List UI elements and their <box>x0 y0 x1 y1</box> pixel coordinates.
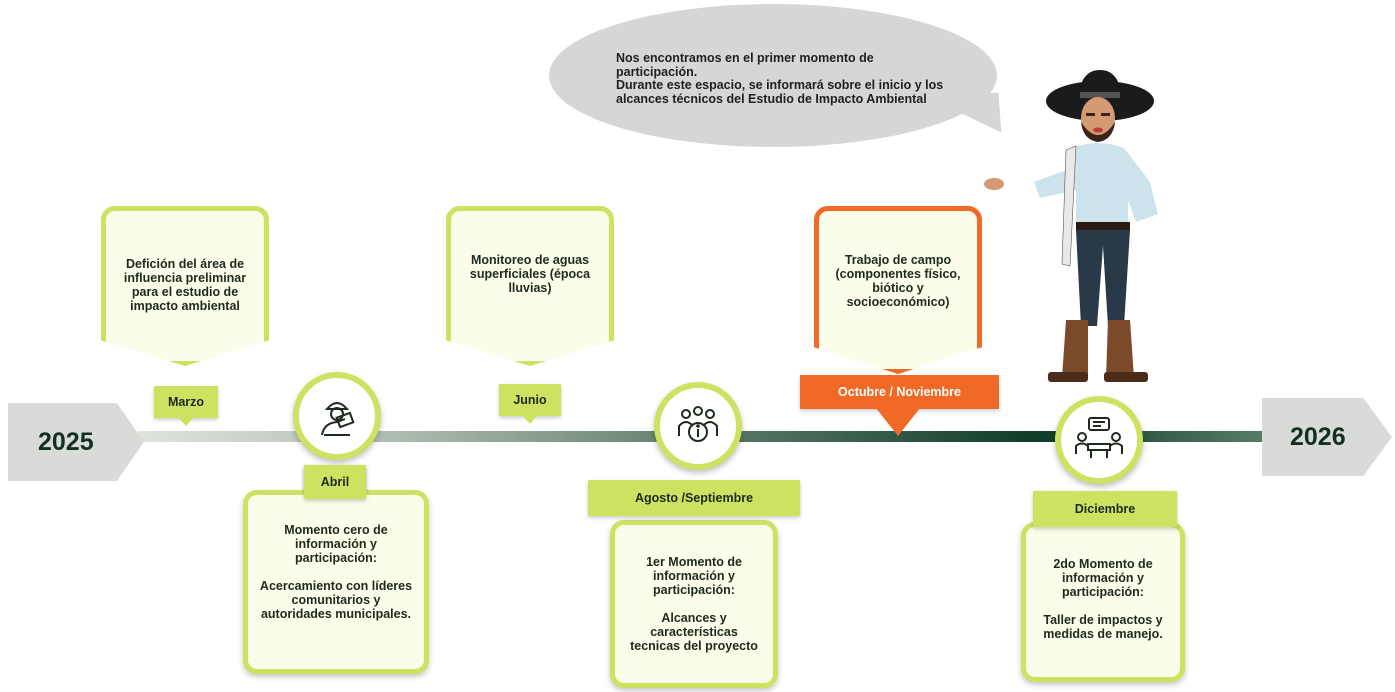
milestone-text: información y <box>295 537 377 551</box>
year-start-arrow: 2025 <box>8 403 144 481</box>
milestone-abril-tag-front: Abril <box>304 465 366 499</box>
tag-label: Junio <box>513 393 547 407</box>
milestone-text: comunitarios y <box>291 593 381 607</box>
milestone-text: Trabajo de campo <box>844 253 952 267</box>
milestone-text: lluvias) <box>508 281 552 295</box>
year-end-label: 2026 <box>1290 422 1346 451</box>
milestone-text: para el estudio de <box>131 285 239 299</box>
milestone-text: Monitoreo de aguas <box>470 253 590 267</box>
milestone-text: biótico y <box>872 281 924 295</box>
milestone-junio-box: Monitoreo de aguas superficiales (época … <box>446 206 614 366</box>
octubre-pointer <box>876 408 920 436</box>
year-start-label: 2025 <box>38 427 94 456</box>
tag-label: Marzo <box>167 395 205 409</box>
tag-label: Agosto /Septiembre <box>634 491 754 505</box>
milestone-text: autoridades municipales. <box>260 607 412 621</box>
milestone-text: Defición del área de <box>125 257 245 271</box>
milestone-marzo-tag: Marzo <box>154 386 218 426</box>
milestone-text: información y <box>653 569 735 583</box>
milestone-text: Taller de impactos y <box>1043 613 1163 627</box>
speech-bubble-text: Nos encontramos en el primer momento de … <box>616 51 956 106</box>
milestone-agosto-box: 1er Momento de información y participaci… <box>610 520 778 688</box>
meeting-icon <box>1075 417 1123 458</box>
milestone-junio-tag: Junio <box>499 384 561 424</box>
milestone-text: socioeconómico) <box>846 295 950 309</box>
milestone-octubre-tag: Octubre / Noviembre <box>800 375 999 409</box>
milestone-text: superficiales (época <box>469 267 591 281</box>
milestone-agosto-circle <box>654 382 742 470</box>
milestone-text: Acercamiento con líderes <box>259 579 413 593</box>
milestone-text: 1er Momento de <box>646 555 742 569</box>
year-end-arrow: 2026 <box>1262 398 1392 476</box>
engineer-icon <box>321 402 355 436</box>
milestone-text: 2do Momento de <box>1053 557 1153 571</box>
milestone-text: (componentes físico, <box>835 267 961 281</box>
bubble-line: alcances técnicos del Estudio de Impacto… <box>616 91 927 106</box>
bubble-line: Nos encontramos en el primer momento de … <box>616 51 874 79</box>
milestone-diciembre-circle <box>1055 396 1143 484</box>
bubble-line: Durante este espacio, se informará sobre… <box>616 78 944 92</box>
milestone-text: participación: <box>1062 585 1144 599</box>
spacer <box>615 597 773 611</box>
milestone-text: tecnicas del proyecto <box>630 639 758 653</box>
farmer-illustration <box>984 70 1158 382</box>
milestone-text: Alcances y <box>661 611 727 625</box>
speech-bubble <box>549 4 997 147</box>
milestone-agosto-tag: Agosto /Septiembre <box>588 480 800 516</box>
milestone-abril-box: Momento cero de información y participac… <box>243 490 429 674</box>
milestone-abril-circle <box>293 372 381 460</box>
tag-label: Octubre / Noviembre <box>838 385 961 399</box>
milestone-diciembre-tag: Diciembre <box>1033 491 1177 527</box>
milestone-diciembre-box: 2do Momento de información y participaci… <box>1021 522 1185 682</box>
milestone-text: Momento cero de <box>284 523 388 537</box>
milestone-text: medidas de manejo. <box>1043 627 1163 641</box>
milestone-octubre-box: Trabajo de campo (componentes físico, bi… <box>814 206 982 374</box>
milestone-text: participación: <box>653 583 735 597</box>
milestone-text: características <box>650 625 738 639</box>
spacer <box>1026 599 1180 613</box>
group-info-icon <box>678 406 718 442</box>
tag-label: Abril <box>320 475 350 489</box>
milestone-text: participación: <box>295 551 377 565</box>
milestone-text: información y <box>1062 571 1144 585</box>
milestone-text: impacto ambiental <box>130 299 240 313</box>
milestone-text: influencia preliminar <box>123 271 247 285</box>
spacer <box>248 565 424 579</box>
tag-label: Diciembre <box>1074 502 1136 516</box>
milestone-marzo-box: Defición del área de influencia prelimin… <box>101 206 269 366</box>
